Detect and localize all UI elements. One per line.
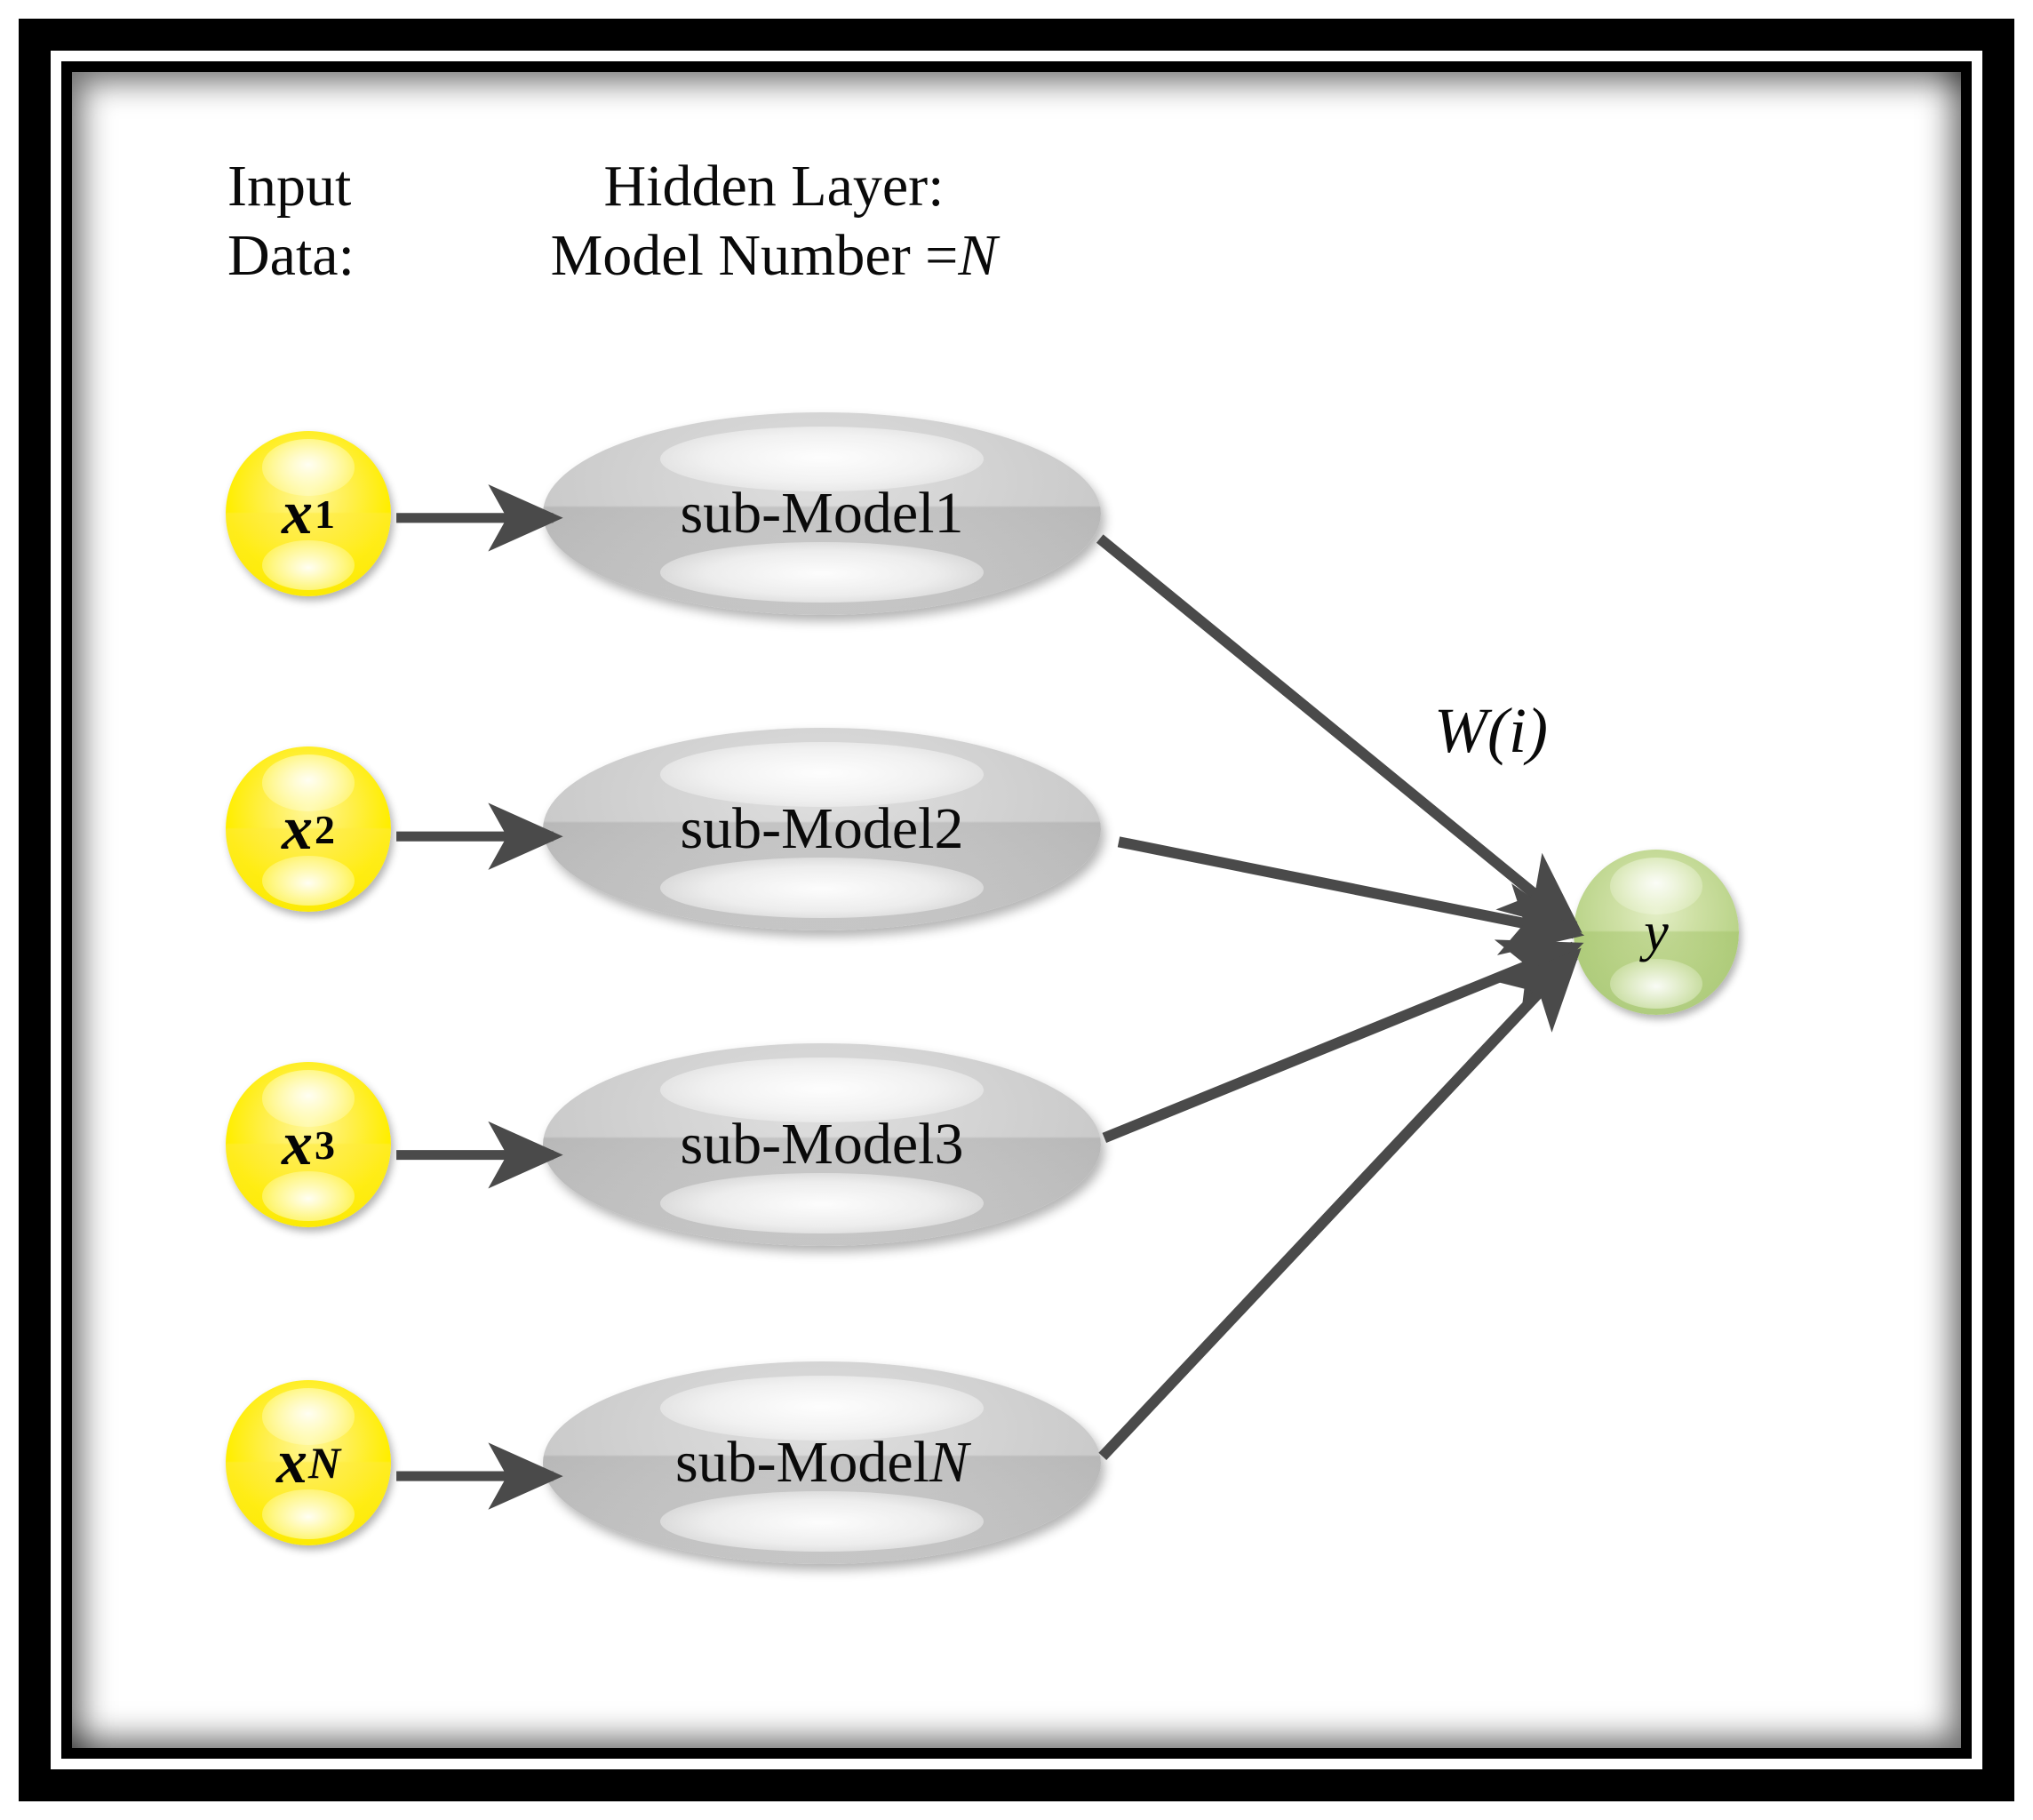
hidden-node-submodel-3-label: sub-Model 3 bbox=[543, 1043, 1101, 1246]
hidden-heading-line1: Hidden Layer: bbox=[603, 154, 945, 219]
hidden-node-1-index: 1 bbox=[934, 481, 964, 546]
hidden-node-submodel-3[interactable]: sub-Model 3 bbox=[543, 1043, 1101, 1246]
figure-frame-gap: Input Data: Hidden Layer: Model Number =… bbox=[51, 51, 1982, 1769]
hidden-node-3-index: 3 bbox=[934, 1112, 964, 1177]
hidden-node-submodel-1-label: sub-Model 1 bbox=[543, 412, 1101, 615]
input-node-x3-subscript: 3 bbox=[315, 1122, 335, 1168]
hidden-node-1-prefix: sub-Model bbox=[680, 481, 935, 546]
column-heading-hidden-layer: Hidden Layer: Model Number =N bbox=[463, 152, 1085, 291]
hidden-node-N-index: N bbox=[929, 1430, 969, 1495]
hidden-heading-line2: Model Number =N bbox=[463, 221, 1085, 291]
input-node-x2-symbol: x bbox=[282, 794, 313, 863]
hidden-node-submodel-1[interactable]: sub-Model 1 bbox=[543, 412, 1101, 615]
connector-edges bbox=[396, 484, 1585, 1510]
hidden-node-submodel-N-label: sub-Model N bbox=[543, 1361, 1101, 1564]
input-node-x1-subscript: 1 bbox=[315, 491, 335, 537]
hidden-node-2-index: 2 bbox=[934, 796, 964, 861]
figure-canvas: Input Data: Hidden Layer: Model Number =… bbox=[72, 72, 1961, 1748]
hidden-node-submodel-2[interactable]: sub-Model 2 bbox=[543, 728, 1101, 930]
hidden-node-3-prefix: sub-Model bbox=[680, 1112, 935, 1177]
column-heading-input-data: Input Data: bbox=[227, 152, 355, 291]
input-node-x3-symbol: x bbox=[282, 1110, 313, 1178]
edge-submodel3-to-y bbox=[1102, 939, 1584, 1144]
input-node-x1-symbol: x bbox=[282, 479, 313, 547]
hidden-node-submodel-N[interactable]: sub-Model N bbox=[543, 1361, 1101, 1564]
hidden-node-submodel-2-label: sub-Model 2 bbox=[543, 728, 1101, 930]
output-node-y[interactable]: y bbox=[1574, 850, 1739, 1015]
weight-label: W(i) bbox=[1434, 695, 1548, 766]
figure-outer-frame: Input Data: Hidden Layer: Model Number =… bbox=[19, 19, 2014, 1801]
input-heading-line2: Data: bbox=[227, 223, 355, 288]
input-heading-line1: Input bbox=[227, 154, 352, 219]
edge-submodel2-to-y bbox=[1117, 836, 1585, 955]
input-node-xN-subscript: N bbox=[307, 1438, 341, 1488]
input-node-x2-subscript: 2 bbox=[315, 806, 335, 852]
hidden-node-2-prefix: sub-Model bbox=[680, 796, 935, 861]
figure-inner-frame: Input Data: Hidden Layer: Model Number =… bbox=[61, 61, 1972, 1759]
edge-submodel1-to-y bbox=[1096, 534, 1583, 933]
input-node-xN-symbol: x bbox=[275, 1428, 307, 1497]
hidden-heading-line2-italic: N bbox=[958, 223, 998, 288]
hidden-heading-line2-prefix: Model Number = bbox=[550, 223, 959, 288]
hidden-node-N-prefix: sub-Model bbox=[674, 1430, 929, 1495]
edge-submodelN-to-y bbox=[1098, 947, 1582, 1461]
output-node-y-label: y bbox=[1644, 901, 1669, 962]
